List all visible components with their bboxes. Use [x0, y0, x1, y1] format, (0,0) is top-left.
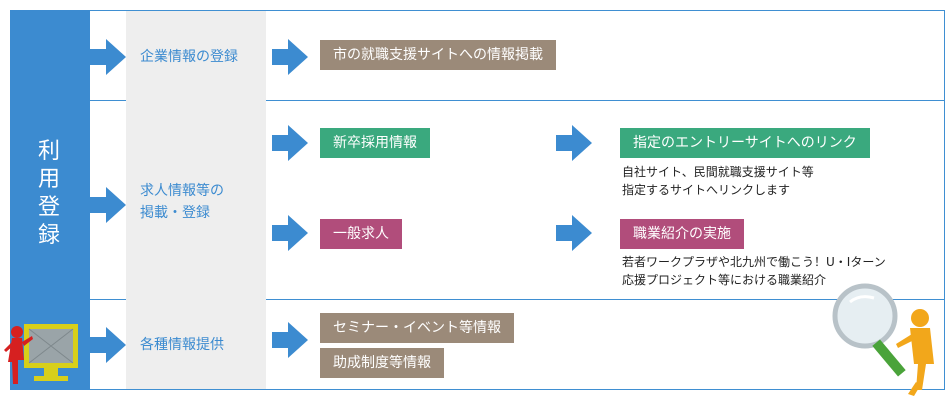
- description-line: 若者ワークプラザや北九州で働こう！U・Iターン: [622, 255, 886, 269]
- box-general-job: 一般求人: [320, 219, 402, 249]
- arrow-icon: [90, 327, 126, 363]
- category-line: 求人情報等の: [140, 183, 224, 199]
- frame-bottom-line: [90, 389, 945, 390]
- person-with-magnifier-icon: [832, 283, 934, 396]
- frame-right-line: [944, 10, 945, 390]
- section-divider-2: [90, 299, 945, 300]
- category-company-registration: 企業情報の登録: [140, 49, 238, 65]
- arrow-icon: [90, 187, 126, 223]
- description-job-referral: 若者ワークプラザや北九州で働こう！U・Iターン 応援プロジェクト等における職業紹…: [622, 253, 886, 289]
- box-subsidy: 助成制度等情報: [320, 348, 444, 378]
- side-title-char: 登: [37, 195, 62, 220]
- arrow-icon: [272, 215, 308, 251]
- description-line: 自社サイト、民間就職支援サイト等: [622, 165, 814, 179]
- arrow-icon: [272, 39, 308, 75]
- arrow-icon: [272, 125, 308, 161]
- box-job-referral: 職業紹介の実施: [620, 219, 744, 249]
- arrow-icon: [90, 39, 126, 75]
- side-title-char: 利: [37, 139, 62, 164]
- arrow-icon: [272, 322, 308, 358]
- box-seminar-event: セミナー・イベント等情報: [320, 313, 514, 343]
- category-column: [126, 11, 266, 389]
- side-title-char: 録: [37, 223, 62, 248]
- box-new-graduate: 新卒採用情報: [320, 128, 430, 158]
- box-city-site-listing: 市の就職支援サイトへの情報掲載: [320, 40, 556, 70]
- section-divider-1: [90, 100, 945, 101]
- box-entry-site-link: 指定のエントリーサイトへのリンク: [620, 128, 870, 158]
- description-line: 応援プロジェクト等における職業紹介: [622, 273, 827, 287]
- side-title: 利 用 登 録: [10, 138, 90, 250]
- description-line: 指定するサイトへリンクします: [622, 183, 791, 197]
- arrow-icon: [556, 215, 592, 251]
- category-job-posting: 求人情報等の 掲載・登録: [140, 180, 224, 224]
- person-at-monitor-icon: [4, 324, 78, 384]
- category-information: 各種情報提供: [140, 337, 224, 353]
- description-entry-site: 自社サイト、民間就職支援サイト等 指定するサイトへリンクします: [622, 163, 814, 199]
- category-line: 掲載・登録: [140, 205, 210, 221]
- arrow-icon: [556, 125, 592, 161]
- side-title-char: 用: [37, 167, 62, 192]
- frame-top-line: [90, 10, 945, 11]
